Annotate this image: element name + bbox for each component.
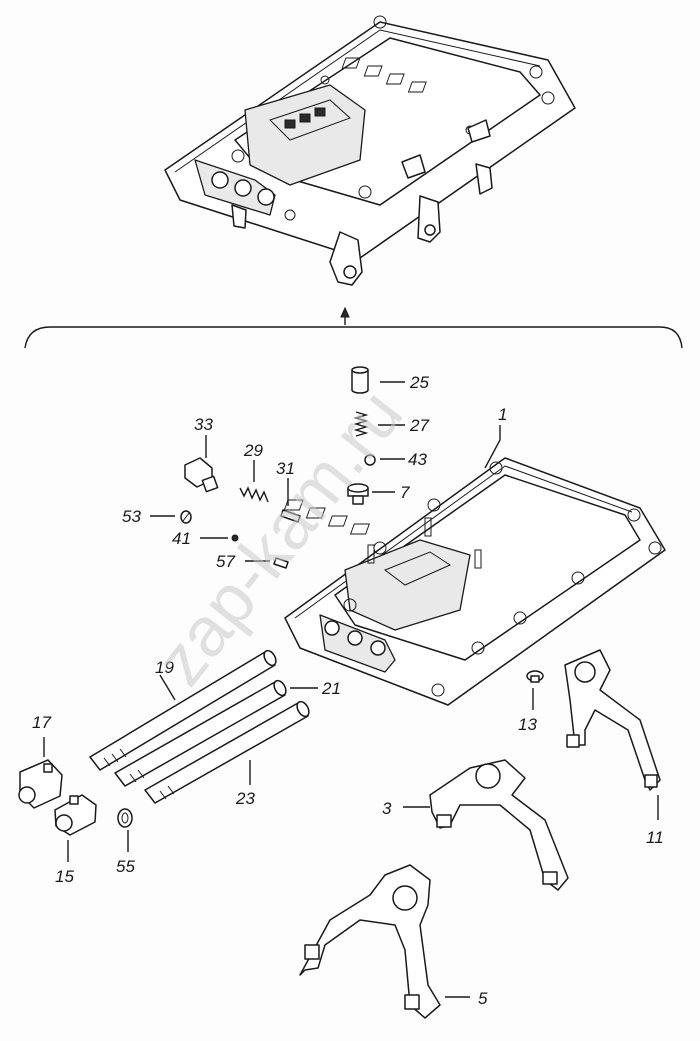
part-29-spring <box>239 486 269 503</box>
callout-23: 23 <box>235 789 255 808</box>
callout-labels: 1 3 5 7 11 13 15 17 19 21 23 25 27 29 31… <box>32 373 664 1008</box>
part-23-rod <box>144 700 310 804</box>
leader-lines <box>43 381 659 998</box>
callout-29: 29 <box>243 441 263 460</box>
part-19-rod <box>89 649 277 771</box>
callout-19: 19 <box>155 658 174 677</box>
part-3-fork <box>429 759 569 891</box>
part-41-ball <box>231 534 239 542</box>
part-7-plug <box>347 483 369 505</box>
part-15-block <box>54 794 97 836</box>
callout-3: 3 <box>382 799 392 818</box>
callout-43: 43 <box>408 450 427 469</box>
callout-11: 11 <box>646 828 664 847</box>
callout-15: 15 <box>55 867 74 886</box>
part-17-block <box>18 759 63 809</box>
callout-41: 41 <box>172 529 191 548</box>
callout-25: 25 <box>409 373 429 392</box>
callout-31: 31 <box>276 459 295 478</box>
part-33-fitting <box>184 457 219 493</box>
callout-21: 21 <box>321 679 341 698</box>
assembled-housing <box>164 15 576 286</box>
part-21-rod <box>114 679 287 787</box>
part-53-plug <box>180 510 192 524</box>
part-1-cover <box>283 457 666 706</box>
callout-5: 5 <box>478 989 488 1008</box>
part-31-pin <box>280 509 301 523</box>
part-43-ball <box>364 454 376 466</box>
part-57-pin <box>273 557 289 569</box>
callout-17: 17 <box>32 713 51 732</box>
callout-57: 57 <box>216 552 235 571</box>
callout-27: 27 <box>409 416 429 435</box>
assembly-bracket <box>24 306 683 349</box>
callout-53: 53 <box>122 507 141 526</box>
part-55-ring <box>117 808 133 828</box>
callout-13: 13 <box>518 715 537 734</box>
callout-55: 55 <box>116 857 135 876</box>
part-27-spring <box>353 411 369 437</box>
part-13-bolt <box>526 670 544 683</box>
callout-7: 7 <box>400 483 410 502</box>
part-5-fork <box>299 864 441 1019</box>
part-11-fork <box>564 649 661 791</box>
callout-1: 1 <box>498 405 507 424</box>
callout-33: 33 <box>194 415 213 434</box>
part-25-sleeve <box>351 366 369 394</box>
